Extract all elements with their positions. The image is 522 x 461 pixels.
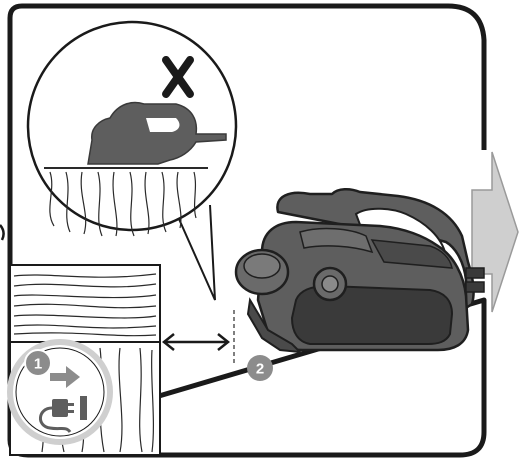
svg-text:2: 2 — [256, 361, 264, 378]
step-1-badge: 1 — [25, 350, 51, 376]
step-1-unplug — [10, 342, 110, 442]
planer-tool — [236, 189, 484, 352]
step-2-badge: 2 — [247, 355, 273, 381]
callout-bubble — [28, 22, 236, 300]
double-arrow-icon — [164, 334, 228, 350]
socket-icon — [80, 396, 87, 420]
svg-text:1: 1 — [34, 356, 42, 373]
